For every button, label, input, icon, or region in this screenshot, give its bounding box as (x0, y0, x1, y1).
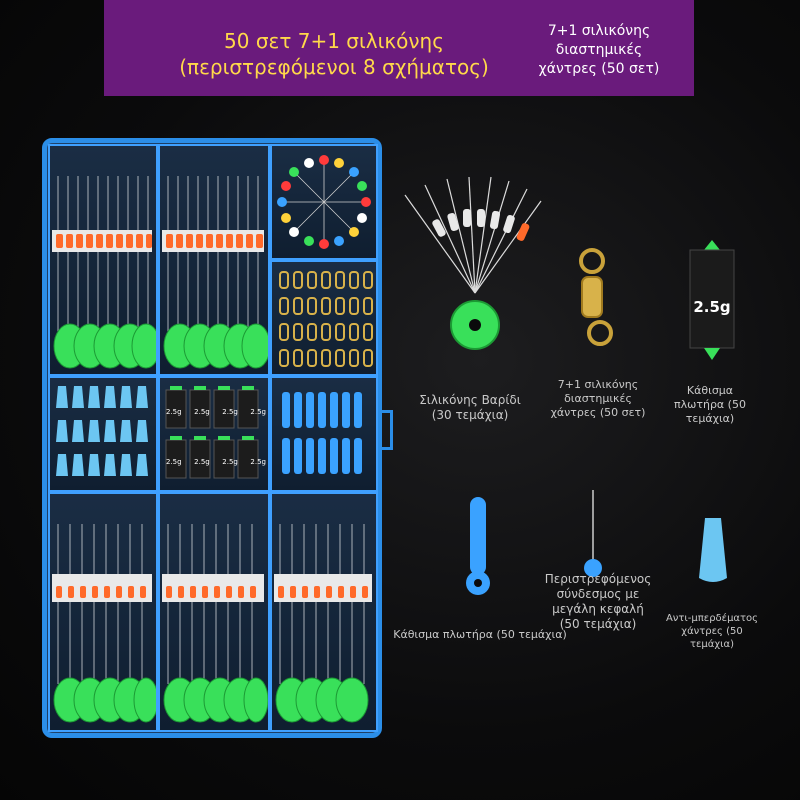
label-line: Σιλικόνης Βαρίδι (419, 393, 521, 407)
compartment-spacer-beads-3 (48, 492, 158, 732)
banner-title-line-2: (περιστρεφόμενοι 8 σχήματος) (179, 55, 489, 79)
compartment-spacer-beads-1 (48, 144, 158, 376)
anti-tangle-beads-icon (56, 386, 148, 476)
banner-side-line-2: διαστημικές (555, 42, 643, 58)
label-silicone-weight: Σιλικόνης Βαρίδι (30 τεμάχια) (405, 393, 535, 423)
label-line: Κάθισμα πλωτήρα (50 τεμάχια) (393, 628, 567, 641)
big-head-swivel-product-icon (584, 490, 602, 577)
compartment-float-seats: 2.5g 2.5g 2.5g 2.5g 2.5g 2.5g 2.5g 2.5g (158, 376, 270, 492)
banner-side-line-3: χάντρες (50 σετ) (538, 61, 660, 77)
weight-text: 2.5g (250, 408, 266, 416)
spacer-beads-pack-icon (274, 524, 372, 723)
float-seat-grid-icon (165, 386, 259, 479)
float-seat-product-icon (689, 240, 735, 360)
label-line: διαστημικές (564, 392, 632, 405)
box-latch (379, 410, 393, 450)
compartment-colored-bead-ring (270, 144, 378, 260)
weight-text: 2.5g (222, 458, 238, 466)
label-anti-tangle: Αντι-μπερδέματος χάντρες (50 τεμάχια) (652, 612, 772, 651)
bead-ring-icon (277, 155, 371, 249)
weight-text: 2.5g (250, 458, 266, 466)
label-line: τεμάχια) (685, 412, 735, 425)
label-line: Περιστρεφόμενος (544, 572, 652, 586)
label-line: πλωτήρα (50 (674, 398, 746, 411)
banner-main-title: 50 σετ 7+1 σιλικόνης (περιστρεφόμενοι 8 … (144, 28, 524, 80)
banner-side-title: 7+1 σιλικόνης διαστημικές χάντρες (50 σε… (514, 22, 684, 79)
compartment-blue-float-seats (270, 376, 378, 492)
label-line: (30 τεμάχια) (431, 408, 509, 422)
weight-text: 2.5g (194, 408, 210, 416)
weight-text: 2.5g (222, 408, 238, 416)
compartment-spacer-beads-4 (158, 492, 270, 732)
label-float-seat: Κάθισμα πλωτήρα (50 τεμάχια) (660, 384, 760, 426)
swivel-grid-icon (279, 271, 373, 367)
label-line: 7+1 σιλικόνης (557, 378, 639, 391)
banner-side-line-1: 7+1 σιλικόνης (547, 23, 651, 39)
weight-text: 2.5g (194, 458, 210, 466)
float-seat-weight-row-1: 2.5g 2.5g 2.5g 2.5g (166, 408, 266, 416)
silicone-weight-product-icon (404, 176, 542, 350)
title-banner: 50 σετ 7+1 σιλικόνης (περιστρεφόμενοι 8 … (104, 0, 694, 96)
label-line: Αντι-μπερδέματος (665, 613, 759, 624)
swivel-product-icon (579, 248, 613, 346)
compartment-spacer-beads-2 (158, 144, 270, 376)
spacer-beads-pack-icon (52, 524, 156, 723)
anti-tangle-bead-product-icon (699, 518, 727, 582)
float-seat-weight-text: 2.5g (693, 298, 731, 316)
float-seat-weight-row-2: 2.5g 2.5g 2.5g 2.5g (166, 458, 266, 466)
spacer-beads-pack-icon (162, 176, 268, 369)
spacer-beads-pack-icon (52, 176, 156, 369)
label-line: σύνδεσμος με (556, 587, 640, 601)
compartment-spacer-beads-5 (270, 492, 378, 732)
label-blue-float-seat: Κάθισμα πλωτήρα (50 τεμάχια) (390, 628, 570, 642)
label-line: (50 τεμάχια) (559, 617, 637, 631)
label-line: χάντρες (50 (681, 626, 743, 637)
spacer-beads-pack-icon (162, 524, 268, 723)
label-line: τεμάχια) (689, 639, 735, 650)
blue-float-seat-product-icon (466, 497, 490, 595)
label-line: Κάθισμα (686, 384, 734, 397)
label-line: χάντρες (50 σετ) (550, 406, 646, 419)
weight-text: 2.5g (166, 458, 182, 466)
compartment-anti-tangle-beads (48, 376, 158, 492)
label-big-head-swivel: Περιστρεφόμενος σύνδεσμος με μεγάλη κεφα… (538, 572, 658, 632)
label-spacer-beads: 7+1 σιλικόνης διαστημικές χάντρες (50 σε… (548, 378, 648, 420)
banner-title-line-1: 50 σετ 7+1 σιλικόνης (224, 29, 444, 53)
compartment-swivels (270, 260, 378, 376)
label-line: μεγάλη κεφαλή (552, 602, 644, 616)
blue-float-seat-grid-icon (282, 392, 362, 474)
weight-text: 2.5g (166, 408, 182, 416)
